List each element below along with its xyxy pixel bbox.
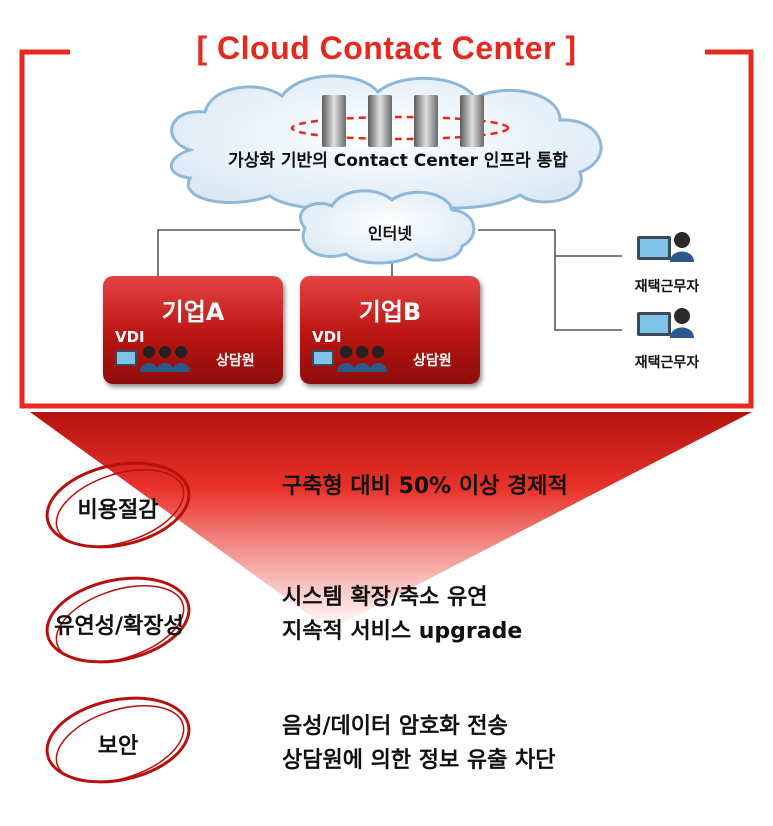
diagram-title: [ Cloud Contact Center ] [150, 30, 623, 67]
remote-worker-label-1: 재택근무자 [612, 276, 722, 296]
corporation-box-b: 기업B VDI 상담원 [300, 276, 480, 384]
remote-worker-icon-1 [637, 232, 694, 262]
benefit-desc-line: 상담원에 의한 정보 유출 차단 [282, 744, 556, 778]
remote-worker-icon-2 [637, 308, 694, 338]
benefit-label-security: 보안 [28, 728, 208, 760]
agent-label: 상담원 [413, 350, 452, 370]
agent-group-icon [312, 342, 394, 376]
benefit-desc-line: 음성/데이터 암호화 전송 [282, 710, 556, 744]
corporation-name: 기업B [300, 292, 480, 327]
corporation-box-a: 기업A VDI 상담원 [103, 276, 283, 384]
infra-cloud-label: 가상화 기반의 Contact Center 인프라 통합 [198, 146, 598, 171]
benefit-desc-flexibility: 시스템 확장/축소 유연 지속적 서비스 upgrade [282, 581, 522, 649]
corporation-name: 기업A [103, 292, 283, 327]
benefit-desc-line: 구축형 대비 50% 이상 경제적 [282, 470, 568, 504]
benefit-label-cost: 비용절감 [28, 492, 208, 524]
benefit-desc-cost: 구축형 대비 50% 이상 경제적 [282, 470, 568, 504]
internet-label: 인터넷 [310, 220, 470, 244]
agent-group-icon [115, 342, 197, 376]
benefit-desc-line: 지속적 서비스 upgrade [282, 615, 522, 649]
benefit-label-flexibility: 유연성/확장성 [14, 608, 224, 640]
agent-label: 상담원 [216, 350, 255, 370]
benefit-desc-line: 시스템 확장/축소 유연 [282, 581, 522, 615]
remote-worker-label-2: 재택근무자 [612, 352, 722, 372]
benefit-desc-security: 음성/데이터 암호화 전송 상담원에 의한 정보 유출 차단 [282, 710, 556, 778]
